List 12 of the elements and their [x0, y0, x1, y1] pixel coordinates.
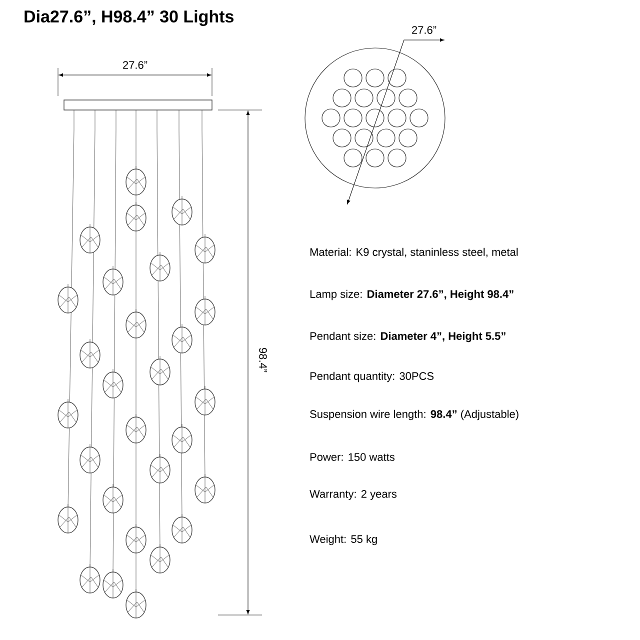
- dimension-label: 27.6”: [123, 61, 148, 69]
- spec-text: Warranty: 2 years: [310, 490, 397, 500]
- spec-text: Lamp size: Diameter 27.6”, Height 98.4”: [310, 290, 514, 300]
- spec-text: Material: K9 crystal, staninless steel, metal: [310, 248, 518, 258]
- spec-text: Suspension wire length: 98.4” (Adjustable): [310, 410, 518, 420]
- dimension-label: 27.6”: [412, 26, 436, 34]
- title: Dia27.6”, H98.4” 30 Lights: [24, 10, 234, 26]
- spec-text: Power: 150 watts: [310, 453, 395, 461]
- spec-text: Pendant size: Diameter 4”, Height 5.5”: [310, 332, 506, 342]
- dimension-label: 98.4”: [259, 348, 267, 372]
- spec-text: Pendant quantity: 30PCS: [310, 372, 434, 382]
- spec-text: Weight: 55 kg: [310, 534, 377, 546]
